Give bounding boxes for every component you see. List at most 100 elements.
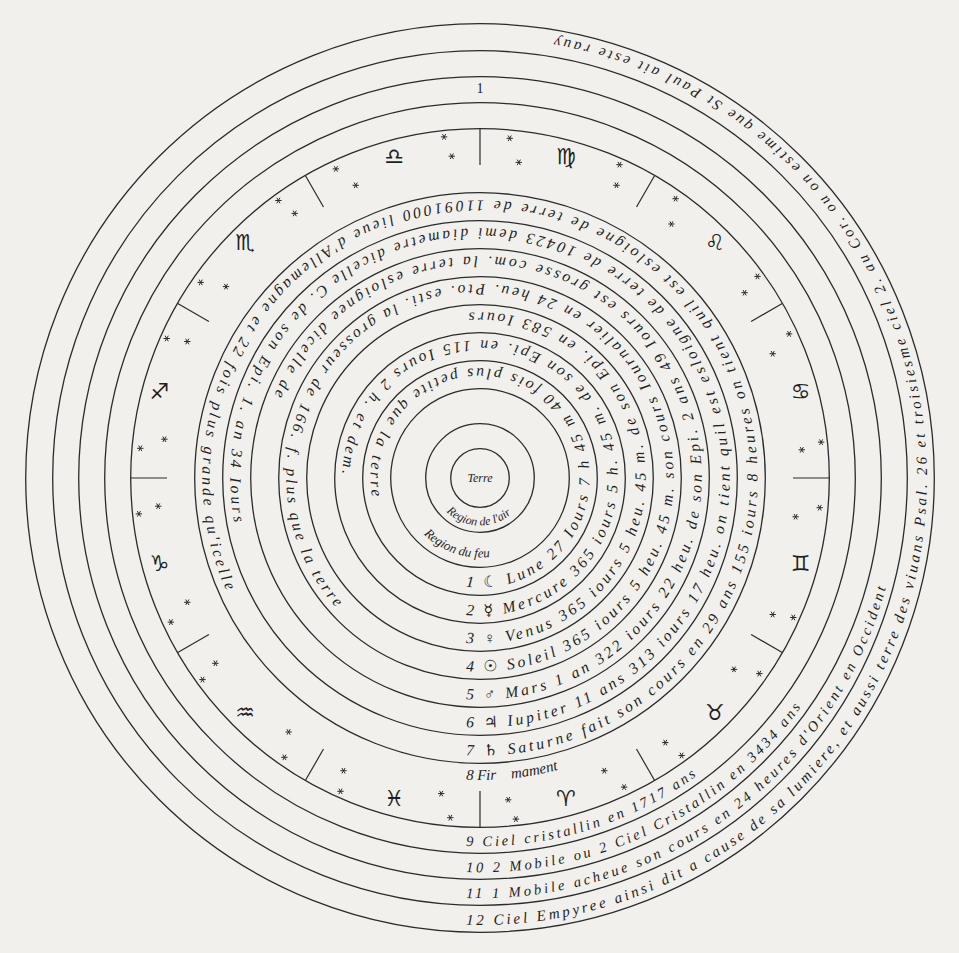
zodiac-sign: ♍ [556,146,576,168]
star-mark [447,815,453,821]
ring-inscription: 2 ☿ Mercure 365 iours 5 h. 45 m. de son … [339,337,620,618]
sphere-circle [363,361,598,596]
sphere-circle [131,129,830,828]
star-mark [505,797,511,803]
zodiac-divider [178,635,209,653]
star-mark [790,615,796,621]
ring-inscription: 9 Ciel cristallin en 1717 ans [466,764,701,850]
star-mark [136,511,142,516]
star-mark [678,753,684,759]
star-mark [212,661,218,667]
star-mark [155,503,161,509]
sphere-circle [335,333,626,624]
earth-circle: Terre [450,448,510,508]
star-mark [621,784,627,790]
ring-inscription: 4 ☉ Soleil 365 iours 5 heu. 45 m. son co… [282,281,676,674]
sphere-band: 7 ♄ Saturne fait son cours en 29 ans 155… [194,192,766,764]
star-mark [754,274,760,280]
sphere-circle [223,221,738,736]
ring-inscription-path: 5 ♂ Mars 1 an 322 iours 22 heu. de son E… [270,253,704,702]
zodiac-divider [306,749,324,780]
sphere-band: 3 ♀ Venus 365 iours 5 heu. 45 m. de son … [306,304,654,652]
zodiac-divider [637,749,655,780]
star-mark [281,755,287,761]
sphere-circle [53,51,908,906]
star-mark [449,154,455,160]
zodiac-sign: ♑ [149,553,169,575]
sphere-circle [251,249,710,708]
ring-inscription-path: 9 Ciel cristallin en 1717 ans [466,764,701,850]
sphere-band: 4 ☉ Soleil 365 iours 5 heu. 45 m. son co… [278,276,682,680]
zodiac-sign: ♉ [705,702,725,724]
sphere-circle [195,193,766,764]
zodiac-divider [178,304,209,322]
ring-inscription-path: Region de l'air [444,503,514,529]
star-mark [616,162,622,168]
star-mark [184,339,190,345]
ring-inscription-path: 2 ☿ Mercure 365 iours 5 h. 45 m. de son … [339,337,620,618]
star-mark [601,768,607,774]
star-mark [199,677,205,683]
ring-inscription-path: 8 Fir [466,767,497,783]
star-mark [292,211,298,217]
ring-inscription-path: 6 ♃ Iupiter 11 ans 313 iours 17 heu. on … [227,225,732,730]
zodiac-divider [751,304,782,322]
zodiac-divider [637,176,655,207]
sphere-band: 9 Ciel cristallin en 1717 ans8 Firmament… [104,102,856,854]
star-mark [438,791,444,797]
sphere-circle [26,24,935,933]
earth-label: Terre [467,472,492,484]
star-mark [613,183,619,189]
sphere-band: 5 ♂ Mars 1 an 322 iours 22 heu. de son E… [250,248,710,708]
zodiac-sign: ♈ [556,788,576,810]
star-mark [668,221,674,227]
star-mark [161,437,167,443]
star-mark [275,198,281,204]
sphere-band: Region de l'air Terre [425,423,535,533]
star-mark [353,183,359,189]
zodiac-divider [751,635,782,653]
star-mark [340,768,346,774]
zodiac-inner-circle [193,191,766,764]
star-mark [223,284,229,290]
star-mark [137,446,143,452]
sphere-band: 11 1 Mobile acheue son cours en 24 heure… [52,50,908,906]
star-mark [756,671,762,677]
sphere-band: 12 Ciel Empyree ainsi dit a cause de sa … [25,23,935,933]
star-mark [770,351,776,357]
zodiac-sign: ♌ [705,232,725,254]
zodiac-band: 8 Firmament7 ♄ Saturne fait son cours en… [130,128,830,828]
star-mark [513,816,519,822]
star-mark [168,619,174,625]
zodiac-divider [479,791,480,827]
sphere-band: 10 2 Mobile ou 2 Ciel Cristallin en 3434… [78,76,882,880]
sphere-circle [105,103,856,854]
star-mark [799,447,805,453]
star-mark [337,789,343,795]
star-mark [285,729,291,735]
sheet-number: 1 [477,82,484,96]
star-mark [662,740,668,746]
star-mark [198,280,204,286]
zodiac-sign: ♒ [235,702,255,724]
sphere-band: 6 ♃ Iupiter 11 ans 313 iours 17 heu. on … [222,220,738,736]
star-mark [516,160,522,166]
sphere-band: Region du feuRegion de l'airTerre [390,388,570,568]
star-mark [672,196,678,202]
zodiac-divider [306,176,324,207]
zodiac-sign: ♓ [384,788,404,810]
ring-inscription: Region de l'air [444,503,514,529]
star-mark [817,505,823,511]
ring-inscription: 6 ♃ Iupiter 11 ans 313 iours 17 heu. on … [227,225,732,730]
sphere-circle [451,449,510,508]
sphere-circle [391,389,570,568]
star-mark [770,612,776,618]
star-mark [741,290,747,296]
star-mark [507,136,513,142]
sphere-band: 2 ☿ Mercure 365 iours 5 h. 45 m. de son … [334,332,626,624]
star-mark [184,600,190,606]
sphere-circle [307,305,654,652]
ring-inscription: 1 ☾ Lune 27 Iours 7 h 45 m 40 fois plus … [367,365,592,591]
zodiac-sign: ♋ [791,381,811,403]
